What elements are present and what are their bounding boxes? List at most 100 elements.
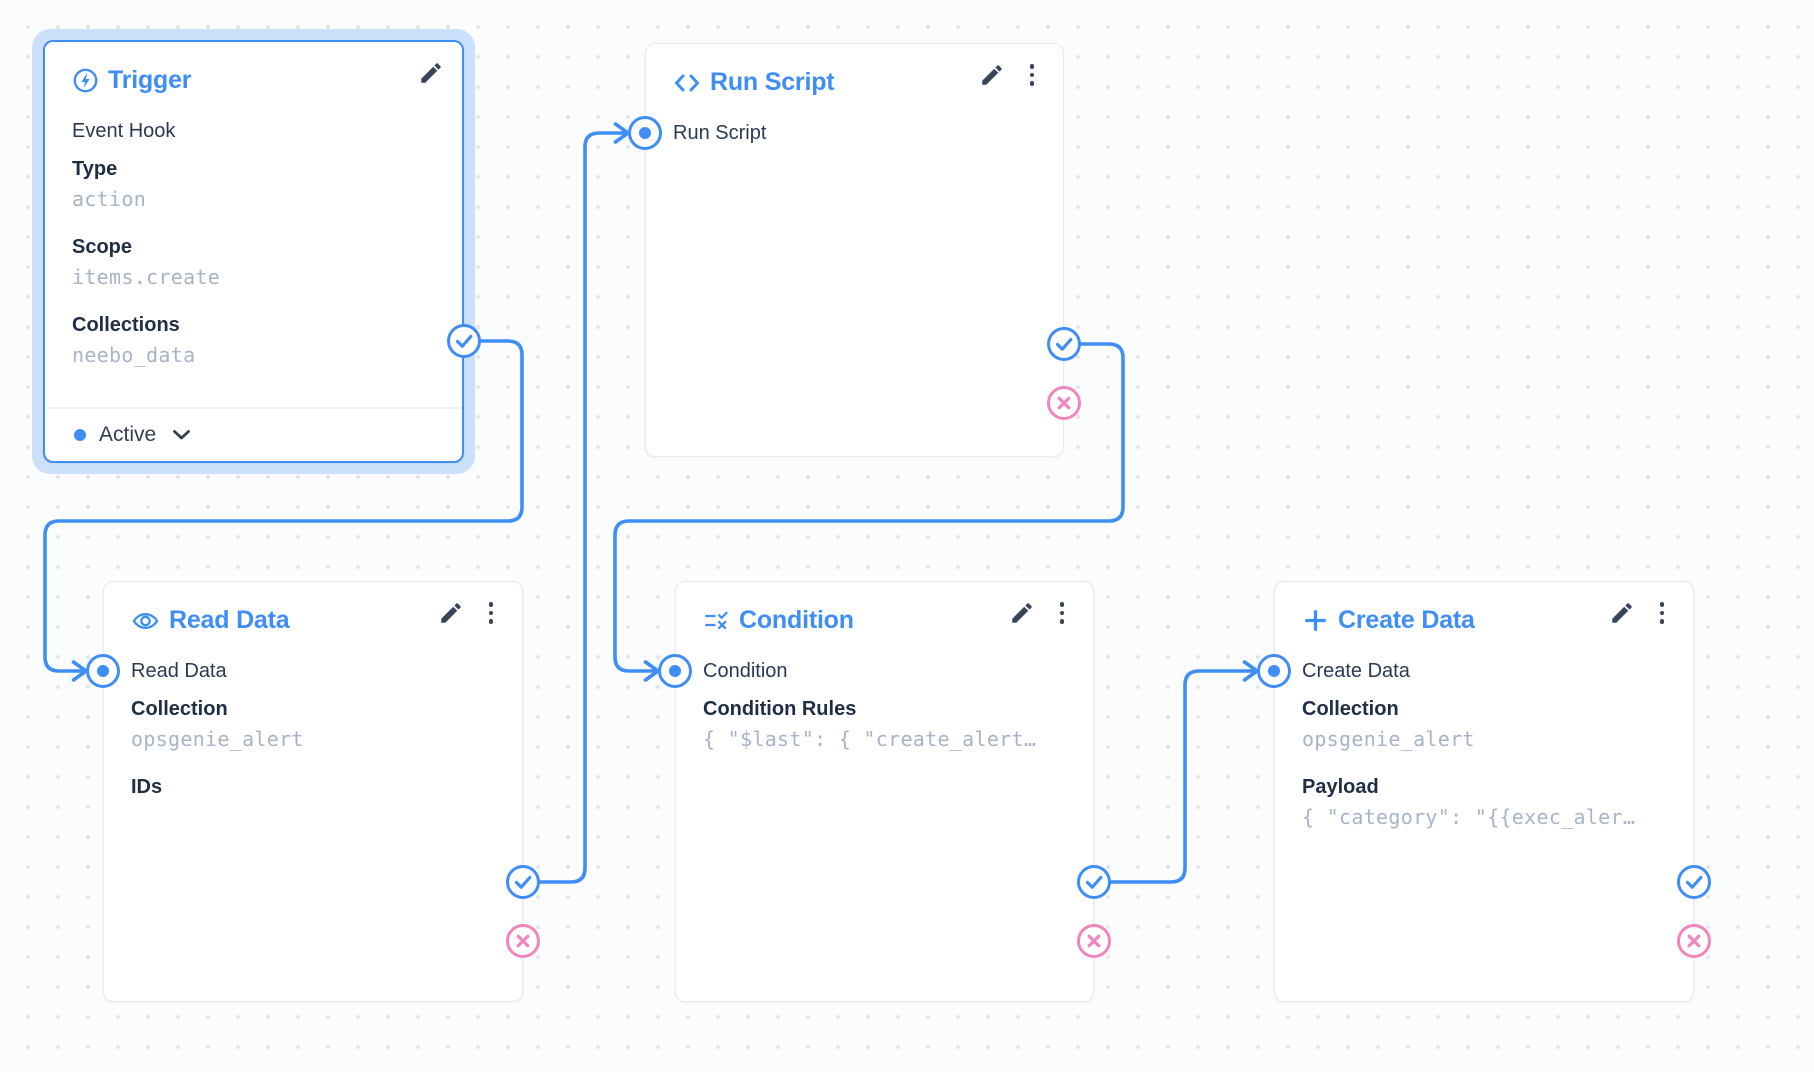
reject-port[interactable] — [1077, 924, 1111, 958]
input-port-label: Condition — [703, 660, 788, 682]
more-vert-icon — [1029, 64, 1035, 69]
input-port[interactable] — [86, 654, 120, 688]
more-options-button[interactable] — [1649, 600, 1675, 626]
bolt-circle-icon — [72, 67, 99, 94]
reject-port[interactable] — [1677, 924, 1711, 958]
input-port-dot-icon — [96, 664, 110, 678]
option-label: Event Hook — [72, 120, 176, 142]
resolve-port[interactable] — [447, 324, 481, 358]
field-value: neebo_data — [72, 343, 196, 367]
more-vert-icon — [1659, 619, 1665, 624]
pencil-icon — [979, 65, 1005, 92]
input-port-label: Create Data — [1302, 660, 1410, 682]
edit-button[interactable] — [1609, 600, 1635, 626]
field-label: Collection — [131, 698, 228, 720]
node-header: Read Data — [131, 606, 290, 635]
status-toggle[interactable]: Active — [45, 407, 462, 461]
node-header: Run Script — [673, 68, 835, 97]
input-port-dot-icon — [1267, 664, 1281, 678]
field-value: items.create — [72, 265, 221, 289]
more-options-button[interactable] — [1019, 62, 1045, 88]
more-vert-icon — [488, 602, 494, 607]
pencil-icon — [1009, 603, 1035, 630]
field-value: { "category": "{{exec_aler… — [1302, 805, 1636, 829]
resolve-port[interactable] — [506, 865, 540, 899]
input-port-label: Run Script — [673, 122, 767, 144]
more-vert-icon — [1059, 602, 1065, 607]
field-label: Scope — [72, 236, 133, 258]
more-vert-icon — [1059, 610, 1065, 616]
reject-port[interactable] — [1047, 386, 1081, 420]
more-options-button[interactable] — [1049, 600, 1075, 626]
resolve-port[interactable] — [1077, 865, 1111, 899]
more-vert-icon — [1029, 81, 1035, 86]
field-label: Condition Rules — [703, 698, 857, 720]
plus-icon — [1302, 607, 1329, 634]
node-title: Condition — [739, 606, 854, 634]
resolve-port[interactable] — [1677, 865, 1711, 899]
node-title: Run Script — [710, 68, 835, 96]
field-value: action — [72, 187, 147, 211]
more-vert-icon — [1659, 602, 1665, 607]
input-port[interactable] — [1257, 654, 1291, 688]
field-label: Collection — [1302, 698, 1399, 720]
pencil-icon — [418, 63, 444, 90]
pencil-icon — [1609, 603, 1635, 630]
field-label: Payload — [1302, 776, 1379, 798]
more-vert-icon — [1059, 619, 1065, 624]
edit-button[interactable] — [418, 60, 444, 86]
more-vert-icon — [488, 610, 494, 616]
field-label: Collections — [72, 314, 180, 336]
more-options-button[interactable] — [478, 600, 504, 626]
input-port[interactable] — [628, 116, 662, 150]
status-label: Active — [99, 423, 157, 446]
more-vert-icon — [488, 619, 494, 624]
node-header: Create Data — [1302, 606, 1475, 635]
field-value: opsgenie_alert — [1302, 727, 1475, 751]
chevron-down-icon — [172, 429, 191, 441]
edit-button[interactable] — [979, 62, 1005, 88]
input-port-label: Read Data — [131, 660, 227, 682]
field-value: { "$last": { "create_alert… — [703, 727, 1037, 751]
field-value: opsgenie_alert — [131, 727, 304, 751]
edit-button[interactable] — [1009, 600, 1035, 626]
more-vert-icon — [1659, 610, 1665, 616]
node-title: Read Data — [169, 606, 290, 634]
node-title: Create Data — [1338, 606, 1475, 634]
status-dot-icon — [74, 429, 86, 441]
input-port[interactable] — [658, 654, 692, 688]
node-title: Trigger — [108, 66, 192, 94]
edge-read-data-resolve-to-run-script — [538, 122, 630, 884]
resolve-port[interactable] — [1047, 327, 1081, 361]
code-icon — [673, 71, 701, 95]
field-label: IDs — [131, 776, 163, 798]
more-vert-icon — [1029, 72, 1035, 78]
edge-condition-resolve-to-create-data — [1109, 660, 1259, 884]
field-label: Type — [72, 158, 118, 180]
eye-icon — [131, 608, 160, 634]
rule-icon — [703, 607, 730, 634]
node-body: Run Script — [673, 96, 1041, 148]
input-port-dot-icon — [668, 664, 682, 678]
pencil-icon — [438, 603, 464, 630]
edit-button[interactable] — [438, 600, 464, 626]
reject-port[interactable] — [506, 924, 540, 958]
input-port-dot-icon — [638, 126, 652, 140]
node-header: Trigger — [72, 66, 192, 95]
